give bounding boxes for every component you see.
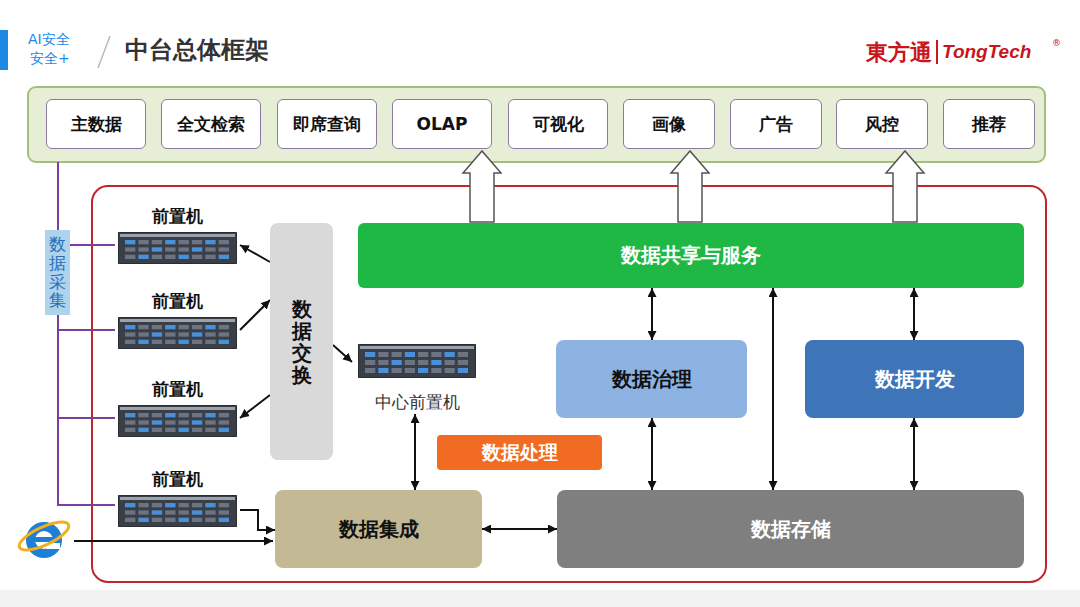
front-server: 前置机 [115,378,240,438]
application-box: OLAP [392,99,492,149]
front-server: 前置机 [115,205,240,265]
process-box: 数据集成 [275,490,482,568]
node-label: 数据采集 [49,235,66,310]
application-box: 广告 [730,99,822,149]
logo-chinese: 東方通 [866,38,932,68]
application-box: 画像 [623,99,715,149]
node-label: 即席查询 [293,113,361,136]
connector [414,414,416,490]
application-box: 全文检索 [161,99,261,149]
node-heading: 前置机 [152,468,203,491]
front-server: 前置机 [115,468,240,528]
application-box: 即席查询 [277,99,377,149]
application-box: 推荐 [943,99,1035,149]
exchange-bar: 数据交换 [270,223,333,460]
node-label: 推荐 [972,113,1006,136]
connector [651,418,653,490]
front-server: 前置机 [115,290,240,350]
connector [482,528,557,530]
central-server: 中心前置机 [352,342,482,414]
browser-icon [16,516,73,558]
page-title: 中台总体框架 [125,34,269,66]
node-label: 可视化 [533,113,584,136]
node-label: 数据治理 [612,366,692,393]
logo-brand: TongTech [942,41,1031,63]
node-label: 中心前置机 [375,391,460,414]
hollow-arrow [886,151,924,222]
connector [70,244,115,246]
node-label: 全文检索 [177,113,245,136]
node-heading: 前置机 [152,290,203,313]
node-heading: 前置机 [152,378,203,401]
connector [240,510,275,530]
header-tag: AI安全 [28,31,70,49]
header-tag: 安全+ [30,50,70,68]
node-label: 画像 [652,113,686,136]
node-label: 广告 [759,113,793,136]
footer-strip [0,590,1080,607]
connector [651,288,653,340]
node-label: 主数据 [71,113,122,136]
node-label: 数据存储 [751,516,831,543]
connector [58,315,115,418]
connector [913,418,915,490]
browser-wire [74,540,273,542]
connector [240,300,270,330]
hollow-arrow [463,151,501,222]
server-icon [118,232,237,264]
application-band [28,87,1045,162]
node-heading: 前置机 [152,205,203,228]
node-label: 数据共享与服务 [621,242,761,269]
connector [58,315,115,505]
node-label: 数据开发 [875,366,955,393]
logo-separator [936,40,938,64]
application-box: 风控 [836,99,928,149]
connector [913,288,915,340]
application-box: 可视化 [508,99,608,149]
connector [772,288,774,490]
node-label: 数据交换 [292,298,312,386]
logo-mark: ® [1052,38,1061,48]
connector [333,345,352,362]
application-box: 主数据 [46,99,146,149]
process-box: 数据治理 [556,340,747,418]
connector [240,245,270,262]
collection-wire [57,162,59,230]
node-label: 数据处理 [482,440,558,466]
collection-band: 数据采集 [45,230,70,315]
node-label: 数据集成 [339,516,419,543]
process-box: 数据开发 [805,340,1024,418]
node-label: 风控 [865,113,899,136]
connector [240,395,270,418]
header-bar [0,30,8,70]
process-tag: 数据处理 [437,435,602,470]
connector [58,315,115,330]
server-icon [118,317,237,349]
server-icon [118,405,237,437]
hollow-arrow [671,151,709,222]
service-bar: 数据共享与服务 [358,223,1024,288]
header-slash [98,36,110,68]
server-icon [118,495,237,527]
server-icon [358,344,476,378]
node-label: OLAP [417,114,468,134]
storage-bar: 数据存储 [557,490,1024,568]
platform-frame [92,186,1046,582]
